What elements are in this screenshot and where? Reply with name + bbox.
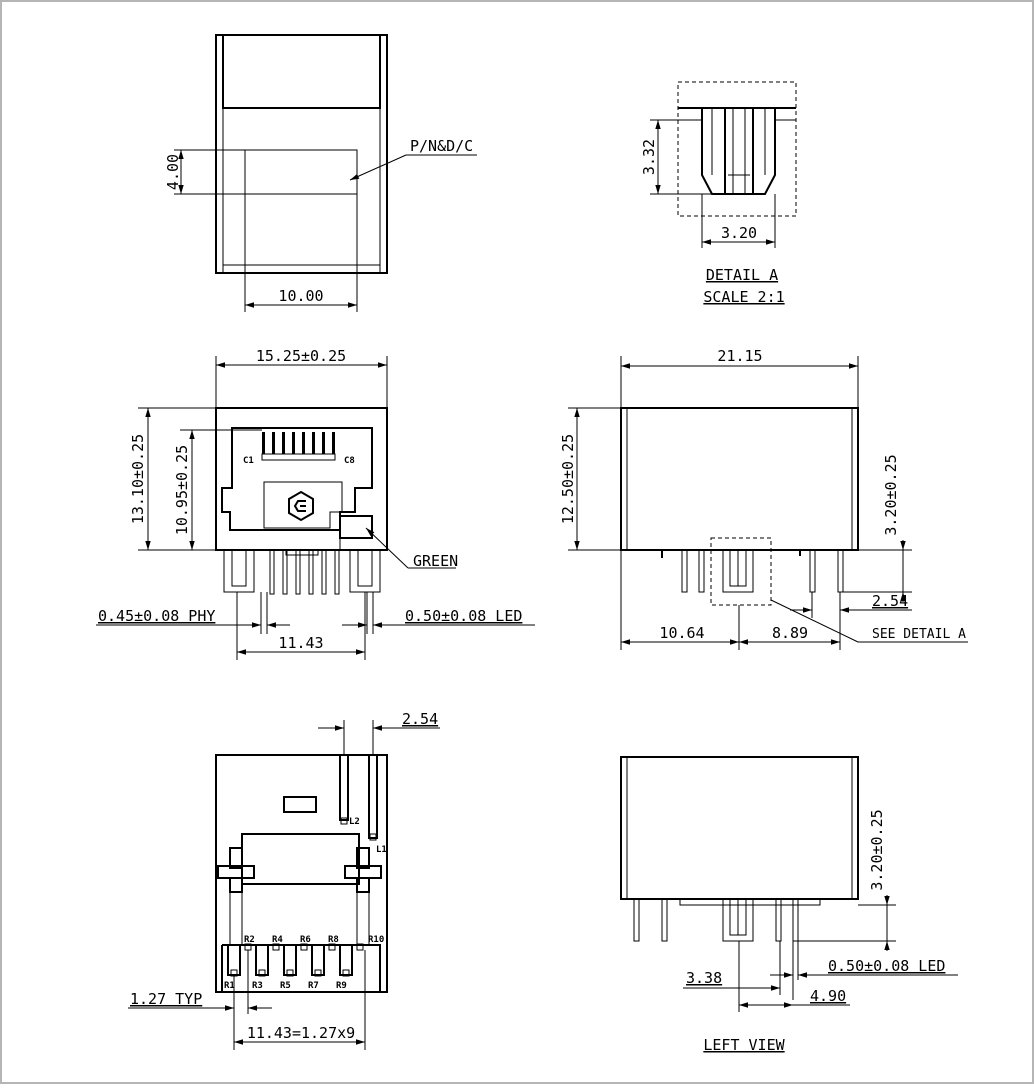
bottom-marking <box>283 796 317 813</box>
side-view-body <box>620 407 859 551</box>
led-pin-dim: 0.50±0.08 LED <box>405 607 522 625</box>
pin-label-r7: R7 <box>308 981 319 991</box>
pin-label-r9: R9 <box>336 981 347 991</box>
side-length-dim: 21.15 <box>717 347 762 365</box>
boss-right <box>344 847 382 893</box>
led-window <box>339 515 373 539</box>
side-left-offset-dim: 10.64 <box>659 624 704 642</box>
front-pitch-dim: 11.43 <box>278 634 323 652</box>
bottom-view: L2 L1 2.54 <box>128 710 440 1050</box>
front-view: C1 C8 15.25±0.25 <box>96 347 535 660</box>
top-view-width-dim: 10.00 <box>278 287 323 305</box>
jack-opening <box>221 427 373 531</box>
pin-label-r10: R10 <box>368 935 384 945</box>
top-view-window <box>222 34 381 109</box>
left-view-title: LEFT VIEW <box>703 1036 785 1054</box>
left-led-pin-dim: 0.50±0.08 LED <box>828 957 945 975</box>
brand-logo <box>288 490 314 522</box>
front-view-body <box>215 407 388 551</box>
detail-a-marker <box>710 537 772 606</box>
pin-label-r5: R5 <box>280 981 291 991</box>
bottom-view-body <box>215 754 388 993</box>
front-inner-height-dim: 10.95±0.25 <box>173 445 191 535</box>
side-pin-spacing-dim: 2.54 <box>872 592 908 610</box>
front-pins <box>223 549 381 595</box>
marking-label: P/N&D/C <box>410 137 473 155</box>
side-pin-length-dim: 3.20±0.25 <box>882 454 900 535</box>
top-view-height-dim: 4.00 <box>164 154 182 190</box>
left-pin-length-dim: 3.20±0.25 <box>868 809 886 890</box>
boss-left <box>217 847 255 893</box>
pin-label-r8: R8 <box>328 935 339 945</box>
left-view-body <box>620 756 859 900</box>
left-offset-b-dim: 4.90 <box>810 987 846 1005</box>
pin-label-r2: R2 <box>244 935 255 945</box>
shield-block <box>241 833 360 885</box>
top-view-body <box>215 34 388 274</box>
detail-a-scale: SCALE 2:1 <box>703 288 784 306</box>
marking-area <box>244 149 358 195</box>
bottom-total-dim: 11.43=1.27x9 <box>247 1024 355 1042</box>
contact-pins <box>261 432 336 461</box>
pin-label-r3: R3 <box>252 981 263 991</box>
pin-label-r4: R4 <box>272 935 283 945</box>
front-height-dim: 13.10±0.25 <box>129 434 147 524</box>
led-pin-l2: L2 <box>349 817 360 827</box>
side-view: 21.15 12.50±0.25 3.20±0.25 2.54 10.64 8.… <box>559 347 968 650</box>
side-right-offset-dim: 8.89 <box>772 624 808 642</box>
left-view-pins <box>633 898 799 942</box>
detail-a-width-dim: 3.20 <box>721 224 757 242</box>
detail-a-boundary <box>677 81 797 217</box>
left-offset-a-dim: 3.38 <box>686 969 722 987</box>
pin-label-c8: C8 <box>344 456 355 466</box>
pin-label-r1: R1 <box>224 981 235 991</box>
bottom-led-spacing-dim: 2.54 <box>402 710 438 728</box>
led-color-label: GREEN <box>413 552 458 570</box>
pin-label-c1: C1 <box>243 456 254 466</box>
detail-a: 3.32 3.20 DETAIL A SCALE 2:1 <box>640 81 797 306</box>
pin-row-outline <box>221 944 381 992</box>
phy-pin-dim: 0.45±0.08 PHY <box>98 607 215 625</box>
bottom-pitch-dim: 1.27 TYP <box>130 990 202 1008</box>
left-view: 3.20±0.25 0.50±0.08 LED 3.38 4.90 LEFT V… <box>620 756 958 1054</box>
side-height-dim: 12.50±0.25 <box>559 434 577 524</box>
led-pin-l1: L1 <box>376 845 387 855</box>
see-detail-callout: SEE DETAIL A <box>872 627 966 642</box>
detail-a-title: DETAIL A <box>706 266 778 284</box>
side-pins <box>661 549 844 593</box>
top-view: 4.00 10.00 P/N&D/C <box>164 34 477 312</box>
pin-slots <box>227 945 353 976</box>
detail-a-height-dim: 3.32 <box>640 139 658 175</box>
pin-label-r6: R6 <box>300 935 311 945</box>
front-width-dim: 15.25±0.25 <box>256 347 346 365</box>
